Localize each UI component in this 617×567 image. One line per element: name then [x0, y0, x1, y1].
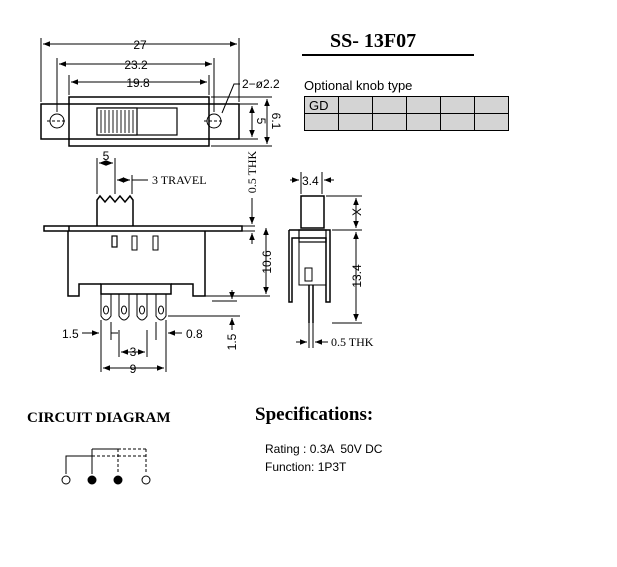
- dim-pin-pitch: 3: [130, 345, 137, 359]
- terminal-open-1: [61, 475, 71, 485]
- knob-cell: [338, 113, 373, 131]
- knob-cell: [474, 113, 509, 131]
- knob-cell: [474, 96, 509, 114]
- knob-cell: [406, 113, 441, 131]
- knob-cell: [440, 113, 475, 131]
- dim-depth: 3.4: [302, 174, 319, 188]
- spec-rating: Rating : 0.3A 50V DC: [265, 442, 383, 456]
- dim-travel: 3 TRAVEL: [152, 173, 207, 187]
- dim-side-height: 13.4: [350, 264, 364, 288]
- circuit-diagram-title: CIRCUIT DIAGRAM: [27, 410, 171, 426]
- knob-row-1: GD: [304, 96, 509, 114]
- model-number: SS- 13F07: [330, 30, 417, 52]
- terminal-closed-2: [113, 475, 123, 485]
- knob-cell: [304, 113, 339, 131]
- model-underline: [302, 54, 474, 56]
- specifications-title: Specifications:: [255, 404, 374, 425]
- knob-cell: [440, 96, 475, 114]
- knob-cell: GD: [304, 96, 339, 114]
- dim-plate-thk: 0.5 THK: [245, 150, 259, 193]
- knob-type-title: Optional knob type: [304, 78, 413, 93]
- terminal-open-2: [141, 475, 151, 485]
- dim-body-height: 10.6: [260, 250, 274, 274]
- dim-pin-span: 9: [130, 362, 137, 376]
- dim-hole-spacing: 23.2: [124, 58, 148, 72]
- terminal-closed-1: [87, 475, 97, 485]
- dim-knob-width: 5: [103, 149, 110, 163]
- dim-pin-thk: 0.5 THK: [331, 335, 374, 349]
- dim-body-length: 19.8: [126, 76, 150, 90]
- top-view: [40, 38, 272, 147]
- spec-function: Function: 1P3T: [265, 460, 347, 474]
- dim-flange-width: 6.1: [269, 113, 283, 130]
- knob-cell: [372, 113, 407, 131]
- knob-type-table: GD: [304, 96, 509, 131]
- dim-overall-length: 27: [133, 38, 147, 52]
- front-view: [43, 158, 270, 372]
- knob-cell: [406, 96, 441, 114]
- knob-cell: [338, 96, 373, 114]
- side-view: [288, 172, 362, 348]
- dim-mount-hole: 2−ø2.2: [242, 77, 280, 91]
- dim-flange-height: 5: [254, 118, 268, 125]
- dim-pin-side: 1.5: [62, 327, 79, 341]
- dim-knob-x: X: [350, 208, 364, 216]
- knob-row-2: [304, 113, 509, 131]
- circuit-symbol: [61, 448, 151, 485]
- dim-pin-width: 0.8: [186, 327, 203, 341]
- dim-pin-height: 1.5: [225, 333, 239, 350]
- knob-cell: [372, 96, 407, 114]
